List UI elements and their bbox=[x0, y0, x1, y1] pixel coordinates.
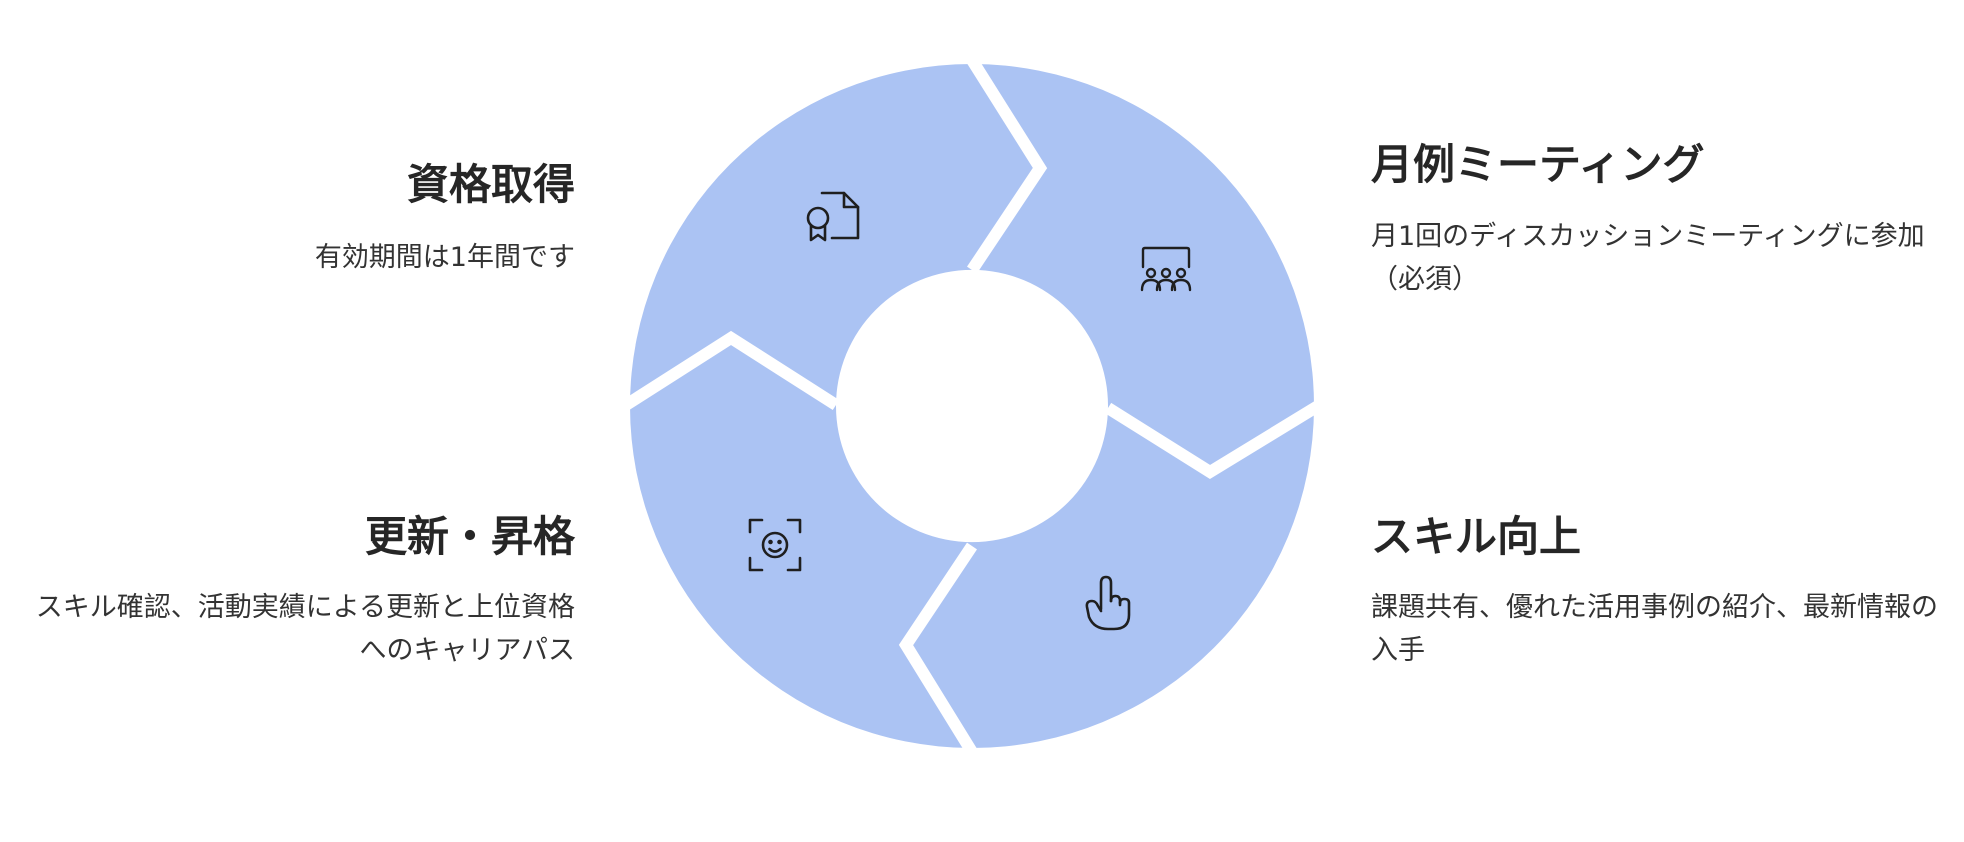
step-description-monthly-meeting: 月1回のディスカッションミーティングに参加（必須） bbox=[1371, 221, 1925, 296]
step-title-monthly-meeting: 月例ミーティング bbox=[1371, 140, 1705, 189]
step-title-skill-improvement: スキル向上 bbox=[1371, 512, 1582, 561]
certificate-icon bbox=[806, 191, 860, 242]
face-scan-icon bbox=[748, 518, 802, 572]
cycle-ring bbox=[630, 64, 1314, 748]
step-title-renewal-promotion: 更新・昇格 bbox=[364, 512, 575, 561]
step-description-qualification: 有効期間は1年間です bbox=[314, 242, 575, 273]
step-description-skill-improvement: 課題共有、優れた活用事例の紹介、最新情報の入手 bbox=[1371, 592, 1938, 667]
pointing-hand-icon bbox=[1085, 575, 1131, 631]
step-title-qualification: 資格取得 bbox=[406, 160, 575, 209]
meeting-icon bbox=[1140, 246, 1192, 292]
step-description-renewal-promotion: スキル確認、活動実績による更新と上位資格へのキャリアパス bbox=[35, 592, 575, 667]
